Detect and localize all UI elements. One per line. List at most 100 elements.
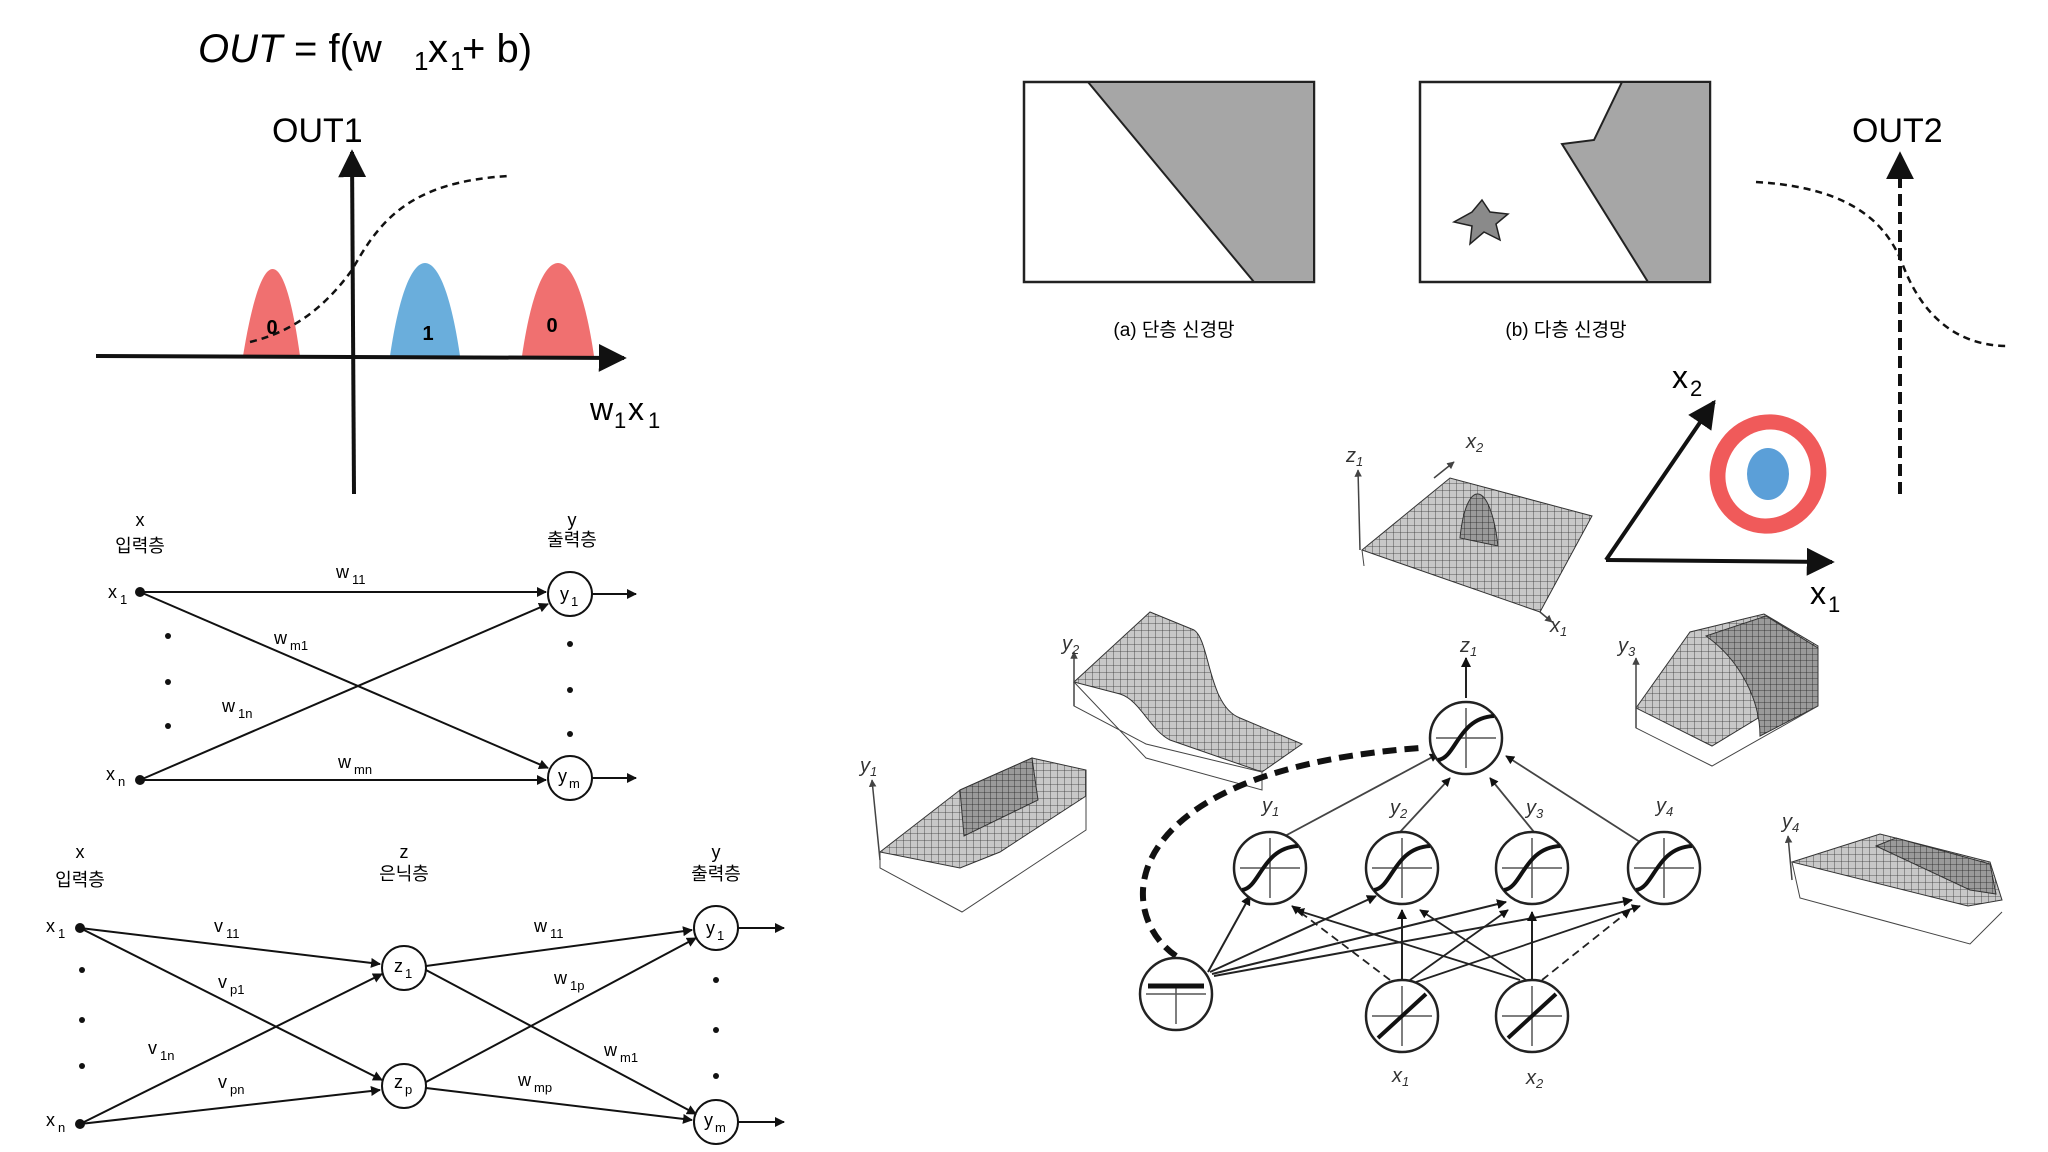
net2-vpn: v <box>218 1072 227 1092</box>
mlp-labels: z 1 x 2 x 1 y 2 y 3 y 1 y 4 z 1 y 1 y 2 … <box>858 431 1799 1091</box>
output-node-z1-icon <box>1428 700 1504 776</box>
net2-node-labels: x 1 x n z 1 z p y 1 y m <box>46 916 726 1135</box>
bump-label-1: 1 <box>422 323 433 345</box>
net2-in-sub-n: n <box>58 1120 65 1135</box>
net2-edge-v1n <box>79 973 383 1125</box>
net2-weight-labels: v 11 v p1 v 1n v pn w 11 w 1p w m1 w mp <box>148 916 638 1097</box>
surf-y3-sub: 3 <box>1628 644 1636 659</box>
node-y3-label: y <box>1524 797 1537 819</box>
net2-v1n-sub: 1n <box>160 1048 174 1063</box>
net2-vp1: v <box>218 972 227 992</box>
surf-y2-sub: 2 <box>1071 642 1080 657</box>
net1-wmn-sub: mn <box>354 762 372 777</box>
formula-lhs: OUT <box>198 27 285 71</box>
net2-edge-w11 <box>425 926 693 967</box>
net1-w11-sub: 11 <box>352 572 366 587</box>
x2-axis <box>1604 399 1716 562</box>
net2-hid-label-1: z <box>394 956 403 976</box>
x2-label: x <box>1672 359 1688 395</box>
net2-out-label-m: y <box>704 1110 713 1130</box>
node-z1-sub: 1 <box>1470 644 1477 659</box>
mlp-surface-figure: z 1 x 2 x 1 y 2 y 3 y 1 y 4 z 1 y 1 y 2 … <box>858 431 2003 1091</box>
net1-in-label-1: x <box>108 582 117 602</box>
out1-plot: 0 1 0 OUT1 w 1 x 1 <box>95 112 660 495</box>
node-y4-sub: 4 <box>1666 804 1673 819</box>
out1-xlabel: w 1 x 1 <box>589 391 660 433</box>
out2-axis-labels: x 2 x 1 <box>1672 359 1840 617</box>
net2-in-label-n: x <box>46 1110 55 1130</box>
net2-wmp: w <box>517 1070 532 1090</box>
x2-sub: 2 <box>1690 376 1702 401</box>
net1-output-label: 출력층 <box>547 530 597 550</box>
net1-node-labels: x 1 x n y 1 y m <box>106 582 580 791</box>
net2-hidden-node-1 <box>381 945 427 991</box>
net2-v11-sub: 11 <box>226 926 240 941</box>
net1-out-label-1: y <box>560 584 569 604</box>
surface-z1 <box>1354 461 1593 623</box>
bump-class1 <box>390 263 460 356</box>
node-y2-label: y <box>1388 797 1401 819</box>
x1-label: x <box>1810 575 1826 611</box>
hidden-node-y1-icon <box>1232 830 1308 906</box>
net2-w11: w <box>533 916 548 936</box>
region-multi-layer: (b) 다층 신경망 <box>1418 80 1712 341</box>
bias-to-output-arc <box>1139 745 1421 959</box>
sigmoid-curve <box>249 174 509 344</box>
net2-hid-sub-p: p <box>405 1082 412 1097</box>
net1-w11: w <box>335 562 350 582</box>
xlabel-x: x <box>628 391 644 427</box>
net1-edge-wm1 <box>139 591 549 770</box>
star-icon <box>1451 198 1510 246</box>
net2-out-label-1: y <box>706 918 715 938</box>
net2-vpn-sub: pn <box>230 1082 244 1097</box>
surf-x2-label: x <box>1465 431 1477 453</box>
out2-curve <box>1755 180 2007 348</box>
surf-y2-label: y <box>1060 633 1073 655</box>
net1-weight-labels: w 11 w m1 w 1n w mn <box>221 562 372 777</box>
net2-edge-v11 <box>79 927 381 968</box>
net2-edge-vp1 <box>79 927 383 1081</box>
net2-hidden-var: z <box>400 842 409 862</box>
region-single-layer: (a) 단층 신경망 <box>1022 80 1316 341</box>
decision-regions: (a) 단층 신경망 (b) 다층 신경망 <box>1022 80 1712 341</box>
net2-hidden-node-p <box>381 1063 427 1109</box>
mlp-connections <box>1139 657 1641 983</box>
caption-single-layer: (a) 단층 신경망 <box>1113 319 1234 341</box>
node-y2-sub: 2 <box>1399 806 1408 821</box>
node-x2-label: x <box>1525 1067 1537 1089</box>
net2-output-label: 출력층 <box>691 864 741 884</box>
net1-w1n: w <box>221 696 236 716</box>
surf-y1-sub: 1 <box>870 764 877 779</box>
surface-y2 <box>1070 611 1304 791</box>
net2-input-label: 입력층 <box>55 870 105 890</box>
net2-output-node-1 <box>693 905 739 951</box>
bump-class0-right <box>522 263 594 356</box>
single-layer-network: x 입력층 y 출력층 x 1 x n y 1 y m w 11 <box>106 510 637 801</box>
xlabel-x-sub: 1 <box>648 408 660 433</box>
net2-output-var: y <box>712 842 721 862</box>
out1-x-axis <box>95 343 627 372</box>
net2-in-sub-1: 1 <box>58 926 65 941</box>
node-x1-label: x <box>1391 1065 1403 1087</box>
net2-edge-vpn <box>79 1086 381 1125</box>
net2-input-var: x <box>76 842 85 862</box>
surf-y3-label: y <box>1616 635 1629 657</box>
net2-edge-w1p <box>425 937 697 1083</box>
net1-w1n-sub: 1n <box>238 706 252 721</box>
net1-out-sub-1: 1 <box>571 594 578 609</box>
surf-z1-label: z <box>1345 445 1356 467</box>
net2-edge-wmp <box>425 1087 693 1124</box>
net1-in-sub-1: 1 <box>120 592 127 607</box>
net1-input-label: 입력층 <box>115 536 165 556</box>
surf-y4-label: y <box>1780 811 1793 833</box>
surface-y4 <box>1784 833 2003 945</box>
net1-ellipsis <box>165 633 573 737</box>
net2-hidden-label: 은닉층 <box>379 864 429 884</box>
node-z1-label: z <box>1459 635 1470 657</box>
formula-x: x <box>428 27 448 71</box>
formula-tail: + b) <box>462 27 532 71</box>
two-layer-network: x 입력층 z 은닉층 y 출력층 x 1 x n z 1 <box>46 842 785 1145</box>
surf-y1-label: y <box>858 755 871 777</box>
node-x1-sub: 1 <box>1402 1074 1409 1089</box>
